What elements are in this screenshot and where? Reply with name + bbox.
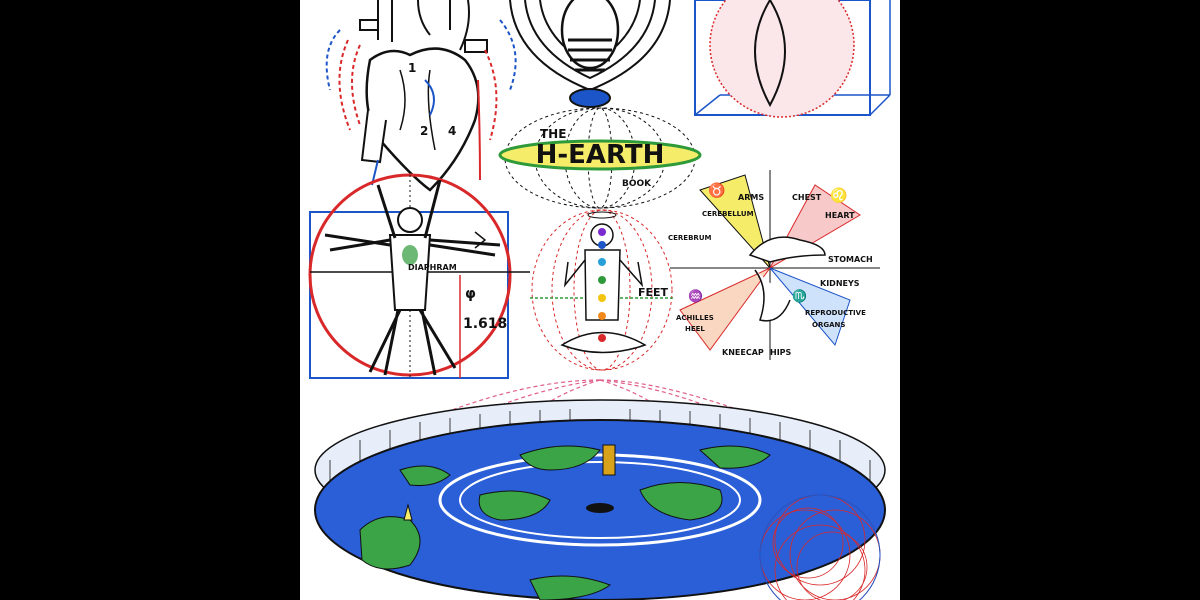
- title-main: H-EARTH: [536, 140, 665, 170]
- scarab-beetle-drawing: [509, 0, 671, 108]
- title-book: BOOK: [622, 179, 652, 189]
- zodiac-label-heel: HEEL: [685, 325, 705, 333]
- diaphragm-label: DIAPHRAM: [408, 263, 457, 272]
- book-title-badge: THE H-EARTH BOOK: [498, 107, 702, 209]
- hearth-book-cover-illustration: 1 2 4 THE H-EARTH BOOK: [308, 0, 891, 600]
- zodiac-label-arms: ARMS: [738, 193, 764, 202]
- zodiac-label-chest: CHEST: [792, 193, 822, 202]
- anatomical-heart-drawing: 1 2 4: [325, 0, 517, 192]
- zodiac-glyph-leo: ♌: [830, 187, 847, 204]
- zodiac-label-hips: HIPS: [770, 348, 792, 357]
- zodiac-label-organs: ORGANS: [812, 321, 845, 329]
- zodiac-label-achilles: ACHILLES: [676, 314, 714, 322]
- zodiac-glyph-taurus: ♉: [708, 182, 725, 199]
- flat-earth-disc-drawing: [314, 379, 886, 600]
- title-the: THE: [540, 127, 566, 141]
- phi-value: 1.618: [463, 316, 507, 332]
- zodiac-label-kidneys: KIDNEYS: [820, 279, 860, 288]
- artwork-canvas: 1 2 4 THE H-EARTH BOOK: [300, 0, 900, 600]
- sphere-in-cube-drawing: [694, 0, 891, 118]
- zodiac-label-kneecap: KNEECAP: [722, 348, 764, 357]
- zodiac-label-heart: HEART: [825, 211, 855, 220]
- heart-chamber-number: 1: [408, 61, 416, 75]
- zodiac-label-stomach: STOMACH: [828, 255, 873, 264]
- zodiac-label-reproductive: REPRODUCTIVE: [805, 309, 866, 317]
- zodiac-label-cerebellum: CEREBELLUM: [702, 210, 754, 218]
- zodiac-glyph-aquarius: ♒: [688, 289, 703, 303]
- zodiac-body-wheel-drawing: ARMS CHEST HEART CEREBELLUM CEREBRUM STO…: [668, 170, 880, 360]
- zodiac-glyph-scorpio: ♏: [792, 289, 807, 303]
- vitruvian-man-drawing: DIAPHRAM φ 1.618: [308, 173, 530, 379]
- meditating-figure-drawing: FEET: [530, 209, 675, 371]
- heart-chamber-number: 2: [420, 124, 428, 138]
- zodiac-label-cerebrum: CEREBRUM: [668, 234, 712, 242]
- heart-chamber-number: 4: [448, 124, 456, 138]
- phi-symbol: φ: [465, 286, 476, 302]
- feet-label: FEET: [638, 286, 669, 299]
